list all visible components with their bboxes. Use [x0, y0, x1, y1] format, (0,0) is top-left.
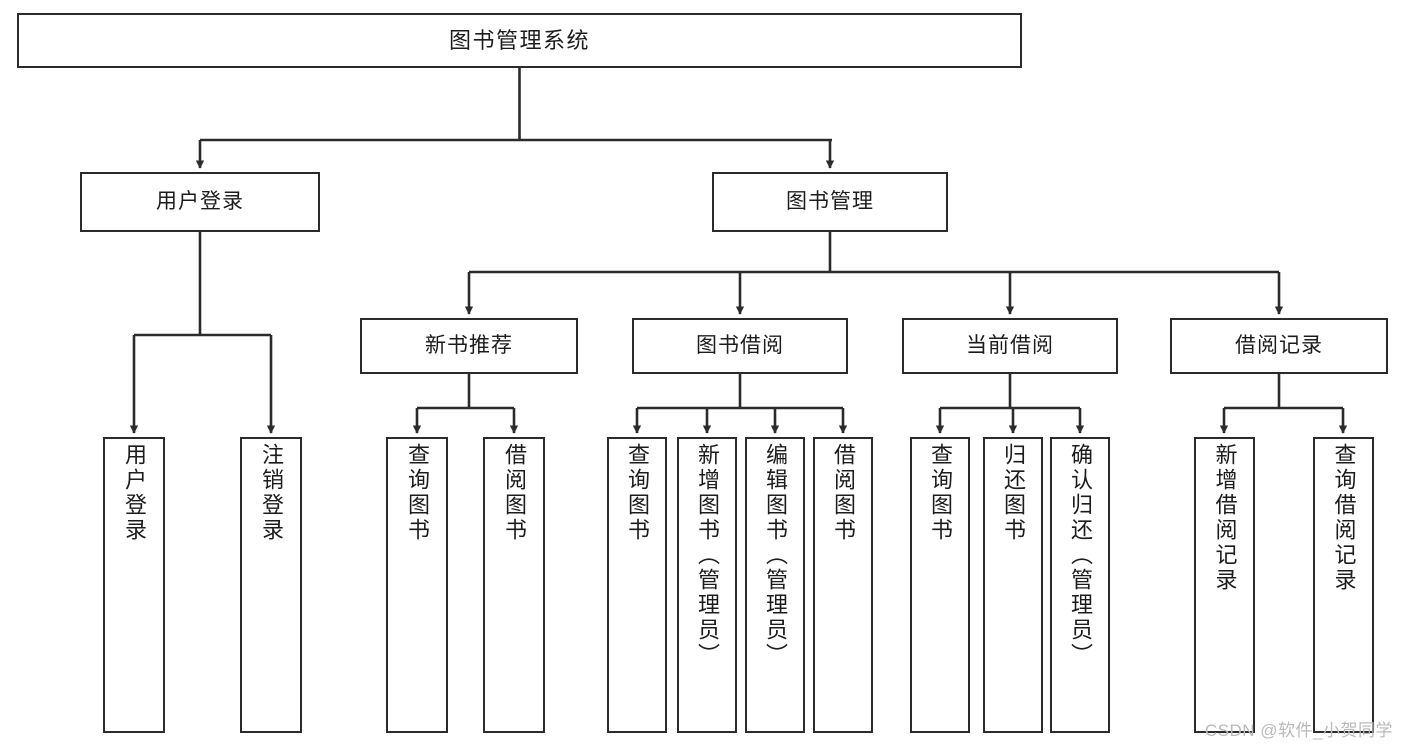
node-leaf-return-book-label: 归还图书	[1001, 443, 1026, 543]
node-borrow-record-label: 借阅记录	[1235, 333, 1323, 357]
node-user-login[interactable]: 用户登录	[80, 172, 320, 232]
node-leaf-query-record[interactable]: 查询借阅记录	[1313, 437, 1374, 733]
node-current-borrow[interactable]: 当前借阅	[902, 318, 1118, 374]
node-book-manage-label: 图书管理	[786, 189, 874, 213]
node-leaf-user-login[interactable]: 用户登录	[103, 437, 165, 733]
node-leaf-borrow-book-label: 借阅图书	[831, 443, 856, 543]
node-leaf-query-book-rec[interactable]: 查询图书	[386, 437, 448, 733]
node-leaf-confirm-return-label: 确认归还（管理员）	[1068, 443, 1093, 668]
node-leaf-edit-book[interactable]: 编辑图书（管理员）	[745, 437, 805, 733]
node-book-borrow-label: 图书借阅	[696, 333, 784, 357]
node-leaf-logout[interactable]: 注销登录	[240, 437, 302, 733]
node-new-book-rec[interactable]: 新书推荐	[360, 318, 578, 374]
node-leaf-query-book-cur[interactable]: 查询图书	[910, 437, 970, 733]
node-leaf-query-book-label: 查询图书	[625, 443, 650, 543]
node-leaf-query-record-label: 查询借阅记录	[1331, 443, 1357, 593]
node-leaf-edit-book-label: 编辑图书（管理员）	[763, 443, 788, 668]
node-leaf-add-book[interactable]: 新增图书（管理员）	[677, 437, 737, 733]
node-leaf-logout-label: 注销登录	[259, 443, 284, 543]
node-root-label: 图书管理系统	[448, 27, 590, 53]
node-current-borrow-label: 当前借阅	[966, 333, 1054, 357]
node-leaf-add-book-label: 新增图书（管理员）	[695, 443, 720, 668]
node-user-login-label: 用户登录	[156, 189, 244, 213]
node-leaf-confirm-return[interactable]: 确认归还（管理员）	[1050, 437, 1110, 733]
node-leaf-borrow-book[interactable]: 借阅图书	[813, 437, 873, 733]
node-leaf-query-book-rec-label: 查询图书	[405, 443, 430, 543]
node-leaf-query-book-cur-label: 查询图书	[928, 443, 953, 543]
node-new-book-rec-label: 新书推荐	[425, 333, 513, 357]
node-leaf-add-record[interactable]: 新增借阅记录	[1194, 437, 1255, 733]
node-leaf-user-login-label: 用户登录	[122, 443, 147, 543]
node-leaf-add-record-label: 新增借阅记录	[1212, 443, 1238, 593]
node-leaf-return-book[interactable]: 归还图书	[983, 437, 1043, 733]
node-book-borrow[interactable]: 图书借阅	[632, 318, 848, 374]
node-leaf-query-book[interactable]: 查询图书	[607, 437, 667, 733]
node-root[interactable]: 图书管理系统	[17, 13, 1022, 68]
node-book-manage[interactable]: 图书管理	[712, 172, 948, 232]
node-leaf-borrow-book-rec[interactable]: 借阅图书	[483, 437, 545, 733]
node-leaf-borrow-book-rec-label: 借阅图书	[502, 443, 527, 543]
node-borrow-record[interactable]: 借阅记录	[1170, 318, 1388, 374]
